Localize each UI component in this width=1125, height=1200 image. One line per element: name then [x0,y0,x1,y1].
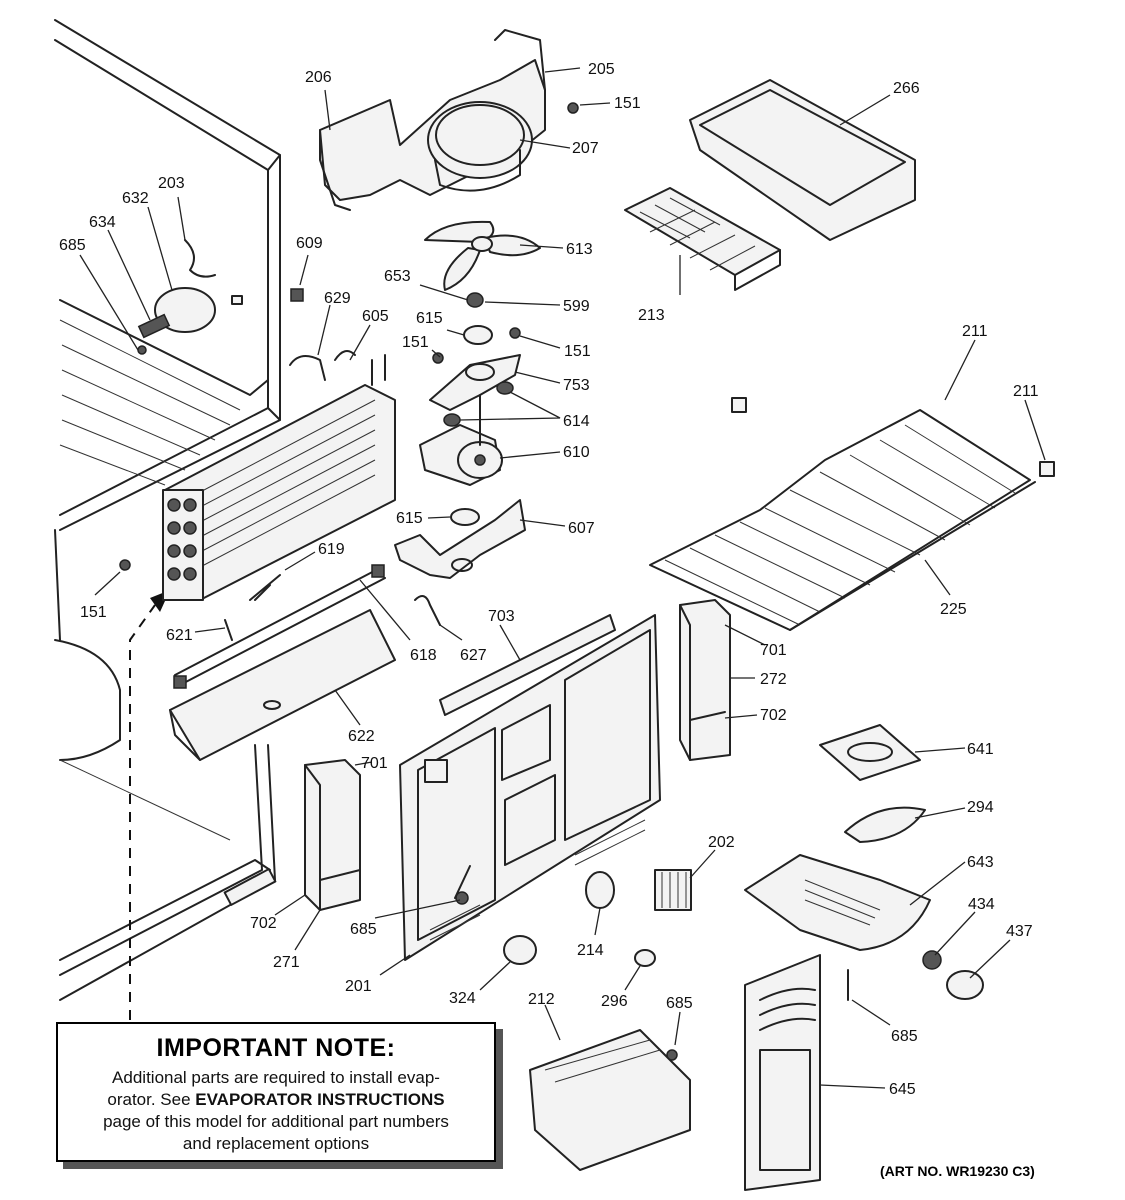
callout-632: 632 [122,190,149,207]
callout-615: 615 [396,510,423,527]
callout-203: 203 [158,175,185,192]
callout-622: 622 [348,728,375,745]
callout-643: 643 [967,854,994,871]
callout-201: 201 [345,978,372,995]
callout-685: 685 [891,1028,918,1045]
callout-212: 212 [528,991,555,1008]
callout-151: 151 [614,95,641,112]
air-duct-right [679,599,731,761]
callout-629: 629 [324,290,351,307]
drain-trough [169,609,396,761]
callout-610: 610 [563,444,590,461]
callout-613: 613 [566,241,593,258]
callout-213: 213 [638,307,665,324]
assembly-guide-line [129,604,156,1020]
note-line-2: orator. See EVAPORATOR INSTRUCTIONS [58,1089,494,1111]
callout-607: 607 [568,520,595,537]
wire-shelf [649,397,1055,631]
callout-627: 627 [460,647,487,664]
callout-615: 615 [416,310,443,327]
callout-634: 634 [89,214,116,231]
dispenser-parts [744,724,984,1191]
note-line-3: page of this model for additional part n… [103,1112,449,1131]
callout-437: 437 [1006,923,1033,940]
callout-214: 214 [577,942,604,959]
callout-645: 645 [889,1081,916,1098]
callout-685: 685 [350,921,377,938]
callout-702: 702 [250,915,277,932]
callout-605: 605 [362,308,389,325]
important-note-body: Additional parts are required to install… [58,1067,494,1155]
callout-211: 211 [1013,383,1039,400]
callout-434: 434 [968,896,995,913]
callout-324: 324 [449,990,476,1007]
evaporator-cover [399,614,661,961]
important-note-box: IMPORTANT NOTE: Additional parts are req… [56,1022,496,1162]
ice-tray [624,187,781,291]
callout-685: 685 [59,237,86,254]
callout-619: 619 [318,541,345,558]
freezer-cabinet [54,19,281,1001]
art-number: (ART NO. WR19230 C3) [880,1163,1035,1179]
callout-leaders [79,67,1046,1089]
callout-753: 753 [563,377,590,394]
callout-701: 701 [361,755,388,772]
callout-653: 653 [384,268,411,285]
callout-207: 207 [572,140,599,157]
callout-151: 151 [80,604,107,621]
callout-614: 614 [563,413,590,430]
note-line-1: Additional parts are required to install… [112,1068,440,1087]
small-parts-bottom [455,869,692,1171]
callout-702: 702 [760,707,787,724]
evaporator-instructions-reference: EVAPORATOR INSTRUCTIONS [195,1090,445,1109]
note-line-4: and replacement options [182,1134,370,1153]
important-note-title: IMPORTANT NOTE: [156,1034,396,1062]
callout-206: 206 [305,69,332,86]
callout-labels: 205 206 151 207 266 203 632 634 685 609 … [59,61,1039,1098]
callout-271: 271 [273,954,300,971]
callout-211: 211 [962,323,988,340]
callout-225: 225 [940,601,967,618]
callout-294: 294 [967,799,994,816]
callout-272: 272 [760,671,787,688]
callout-202: 202 [708,834,735,851]
air-duct-left [304,759,361,911]
callout-599: 599 [563,298,590,315]
callout-701: 701 [760,642,787,659]
ice-bucket [689,79,916,241]
callout-266: 266 [893,80,920,97]
callout-685: 685 [666,995,693,1012]
evaporator-coil [162,350,396,601]
callout-621: 621 [166,627,193,644]
fan-blade [424,220,541,291]
callout-609: 609 [296,235,323,252]
callout-641: 641 [967,741,994,758]
callout-151: 151 [402,334,429,351]
callout-296: 296 [601,993,628,1010]
callout-151: 151 [564,343,591,360]
callout-205: 205 [588,61,615,78]
fan-bracket-assembly [319,29,546,211]
callout-703: 703 [488,608,515,625]
callout-618: 618 [410,647,437,664]
note-line-2-prefix: orator. See [107,1090,196,1109]
defrost-heater [173,564,441,689]
